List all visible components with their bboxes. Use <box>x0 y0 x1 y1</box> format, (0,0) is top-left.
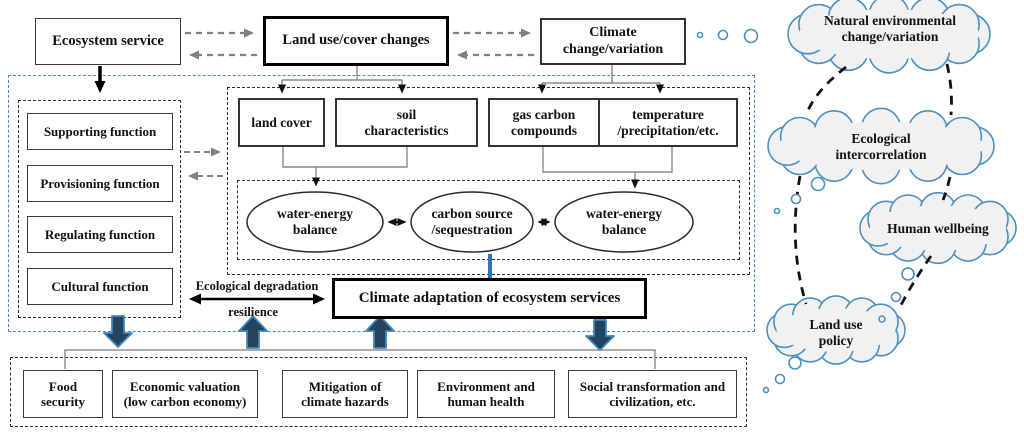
ellipse-label-water-energy-right: water-energy balance <box>586 206 662 238</box>
box-mitigation-hazards: Mitigation of climate hazards <box>282 370 408 418</box>
block-arrow-down-left <box>103 315 133 348</box>
branch-connectors <box>278 65 673 189</box>
box-food-security: Food security <box>23 370 103 418</box>
box-climate-adaptation: Climate adaptation of ecosystem services <box>332 278 647 319</box>
box-provisioning-function: Provisioning function <box>27 165 173 202</box>
box-ecosystem-service: Ecosystem service <box>35 18 181 65</box>
box-cultural-function: Cultural function <box>27 268 173 305</box>
cloud-shape <box>859 191 1017 265</box>
box-economic-valuation: Economic valuation (low carbon economy) <box>112 370 258 418</box>
label-ecological-degradation: Ecological degradation <box>195 279 319 293</box>
cloud-shape <box>787 0 991 74</box>
block-arrows <box>103 315 615 351</box>
outcomes-bracket-line <box>64 349 656 369</box>
block-arrow-down-right <box>585 319 615 351</box>
thought-bubbles <box>696 28 915 394</box>
box-regulating-function: Regulating function <box>27 216 173 253</box>
outcomes-dashed-box <box>10 357 747 427</box>
block-arrow-up-1 <box>238 315 268 349</box>
cloud-label-ecological-intercorrelation: Ecological intercorrelation <box>835 131 927 163</box>
box-land-use-changes: Land use/cover changes <box>263 16 449 66</box>
box-social-transformation: Social transformation and civilization, … <box>568 370 737 418</box>
cloud-shape <box>766 295 906 365</box>
box-temperature: temperature /precipitation/etc. <box>598 98 738 147</box>
functions-drivers-dashed-arrows <box>184 147 223 181</box>
box-environment-health: Environment and human health <box>417 370 555 418</box>
cloud-link-dashed-curves <box>793 63 953 310</box>
box-land-cover: land cover <box>238 98 325 147</box>
top-dashed-arrows <box>185 28 534 60</box>
cloud-label-human-wellbeing: Human wellbeing <box>887 221 989 236</box>
box-climate-change: Climate change/variation <box>540 18 686 65</box>
box-supporting-function: Supporting function <box>27 113 173 150</box>
thought-clouds <box>766 0 1017 365</box>
block-arrow-up-2 <box>365 315 395 349</box>
ellipse-label-water-energy-left: water-energy balance <box>277 206 353 238</box>
label-resilience: resilience <box>228 305 278 319</box>
ellipse-label-carbon-source: carbon source /sequestration <box>431 206 513 238</box>
cloud-label-natural-environmental: Natural environmental change/variation <box>823 13 957 45</box>
box-gas-carbon: gas carbon compounds <box>488 98 600 147</box>
cloud-label-land-use-policy: Land use policy <box>809 317 863 349</box>
cloud-shape <box>767 107 995 185</box>
functions-dashed-box <box>18 100 181 318</box>
balance-ellipses <box>246 191 694 253</box>
box-soil: soil characteristics <box>335 98 478 147</box>
